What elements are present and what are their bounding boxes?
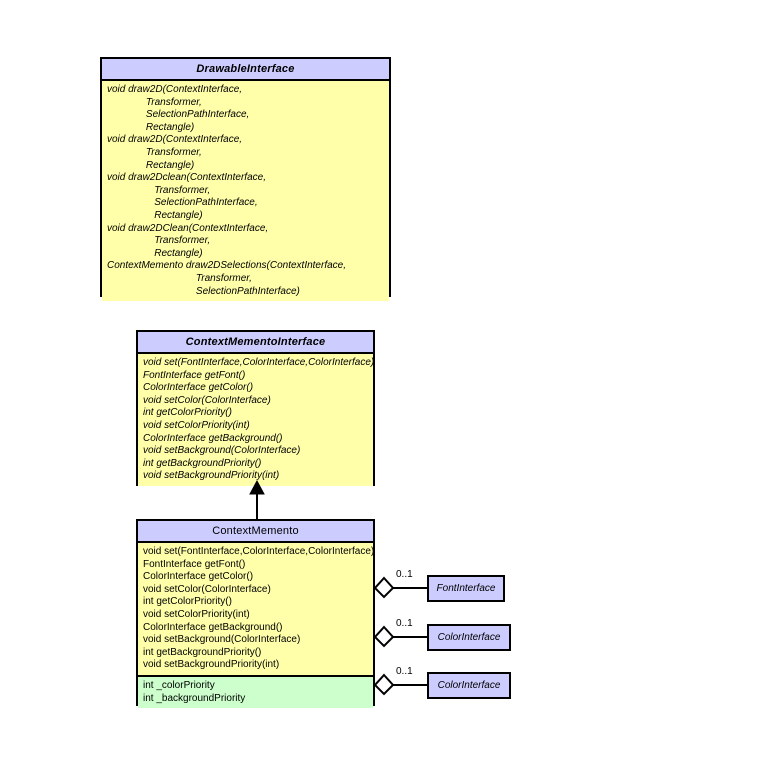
class-box-drawable-interface[interactable]: DrawableInterface void draw2D(ContextInt… [100,57,391,302]
operation-drawable-14: ContextMemento draw2DSelections(ContextI… [107,260,347,272]
class-box-color-interface-2[interactable]: ColorInterface [427,672,511,699]
operation-drawable-15: Transformer, [107,273,252,284]
class-box-font-interface[interactable]: FontInterface [427,575,505,602]
operation-cm-3: void setColor(ColorInterface) [143,583,271,595]
class-title-drawable-interface: DrawableInterface [102,59,389,82]
operation-drawable-5: Transformer, [107,147,202,159]
operation-cmi-1: FontInterface getFont() [143,369,246,381]
operation-drawable-4: void draw2D(ContextInterface, [107,134,243,146]
operation-cm-1: FontInterface getFont() [143,558,246,570]
operation-cm-8: int getBackgroundPriority() [143,646,262,658]
operation-cm-4: int getColorPriority() [143,596,232,608]
operation-cmi-0: void set(FontInterface,ColorInterface,Co… [143,357,375,369]
operation-cm-6: ColorInterface getBackground() [143,621,283,633]
attribute-cm-1: int _backgroundPriority [143,692,246,704]
operation-drawable-3: Rectangle) [107,121,195,133]
aggregation-line-font-interface [393,587,428,589]
attribute-cm-0: int _colorPriority [143,680,215,692]
operation-drawable-2: SelectionPathInterface, [107,109,250,121]
operation-cmi-5: void setColorPriority(int) [143,420,250,432]
aggregation-diamond-background-color-interface [373,673,395,696]
operations-compartment-context-memento: void set(FontInterface,ColorInterface,Co… [138,543,375,676]
operation-drawable-1: Transformer, [107,96,202,108]
operation-cmi-9: void setBackgroundPriority(int) [143,470,280,482]
operation-cm-9: void setBackgroundPriority(int) [143,659,280,671]
aggregation-line-color-interface [393,636,428,638]
operation-cmi-4: int getColorPriority() [143,407,232,419]
class-title-color-interface-2: ColorInterface [437,680,501,691]
operation-drawable-9: SelectionPathInterface, [107,197,258,209]
operation-drawable-0: void draw2D(ContextInterface, [107,84,243,96]
class-box-color-interface-1[interactable]: ColorInterface [427,624,511,651]
aggregation-line-background-color-interface [393,684,428,686]
multiplicity-label-font: 0..1 [396,569,413,580]
generalization-line-context-memento [256,487,258,520]
operation-cmi-6: ColorInterface getBackground() [143,432,283,444]
multiplicity-label-color: 0..1 [396,618,413,629]
operation-drawable-7: void draw2Dclean(ContextInterface, [107,172,266,184]
aggregation-diamond-color-interface [373,625,395,648]
operation-drawable-13: Rectangle) [107,247,203,259]
operation-cmi-2: ColorInterface getColor() [143,382,254,394]
operation-drawable-6: Rectangle) [107,159,195,171]
operation-drawable-12: Transformer, [107,235,211,247]
operation-cmi-7: void setBackground(ColorInterface) [143,445,301,457]
operation-drawable-16: SelectionPathInterface) [107,285,300,297]
generalization-closed-triangle-arrowhead [249,479,265,495]
operation-cm-2: ColorInterface getColor() [143,571,254,583]
multiplicity-label-background: 0..1 [396,666,413,677]
operation-drawable-11: void draw2DClean(ContextInterface, [107,222,269,234]
operation-cm-0: void set(FontInterface,ColorInterface,Co… [143,546,375,558]
class-box-context-memento-interface[interactable]: ContextMementoInterface void set(FontInt… [136,330,375,487]
operations-compartment-drawable-interface: void draw2D(ContextInterface, Transforme… [102,81,389,302]
operations-compartment-context-memento-interface: void set(FontInterface,ColorInterface,Co… [138,354,375,487]
class-box-context-memento[interactable]: ContextMemento void set(FontInterface,Co… [136,519,375,709]
class-title-color-interface-1: ColorInterface [437,632,501,643]
operation-cmi-3: void setColor(ColorInterface) [143,394,271,406]
class-title-context-memento-interface: ContextMementoInterface [138,332,373,355]
operation-cm-7: void setBackground(ColorInterface) [143,634,301,646]
operation-cmi-8: int getBackgroundPriority() [143,457,262,469]
operation-cm-5: void setColorPriority(int) [143,609,250,621]
class-title-context-memento: ContextMemento [138,521,373,544]
operation-drawable-10: Rectangle) [107,210,203,222]
class-title-font-interface: FontInterface [436,583,496,594]
aggregation-diamond-font-interface [373,576,395,599]
operation-drawable-8: Transformer, [107,184,211,196]
